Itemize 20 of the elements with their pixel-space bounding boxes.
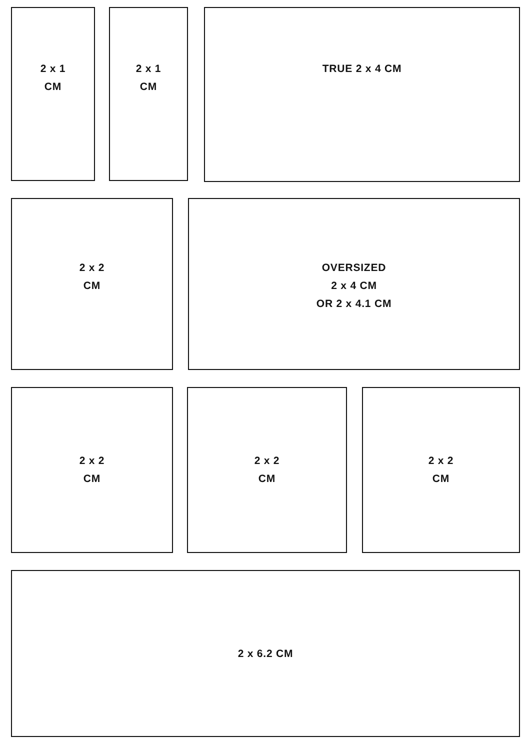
size-label: TRUE 2 x 4 CM bbox=[322, 62, 402, 77]
size-box bbox=[11, 387, 173, 553]
size-label: 2 x 2 CM bbox=[253, 454, 281, 487]
size-label: 2 x 2 CM bbox=[78, 454, 106, 487]
size-box bbox=[204, 7, 520, 182]
size-label: OVERSIZED bbox=[322, 261, 386, 276]
size-label: OR 2 x 4.1 CM bbox=[316, 297, 392, 312]
size-box bbox=[11, 198, 173, 370]
size-label: 2 x 6.2 CM bbox=[238, 646, 294, 662]
size-box bbox=[362, 387, 520, 553]
size-label: 2 x 1 CM bbox=[39, 62, 67, 95]
size-label: 2 x 2 CM bbox=[427, 454, 455, 487]
size-box bbox=[188, 198, 520, 370]
size-box bbox=[11, 7, 95, 181]
size-box bbox=[187, 387, 347, 553]
size-box bbox=[11, 570, 520, 737]
size-box bbox=[109, 7, 188, 181]
size-label: 2 x 4 CM bbox=[331, 279, 377, 294]
size-label: 2 x 1 CM bbox=[134, 62, 162, 95]
size-label: 2 x 2 CM bbox=[78, 261, 106, 294]
